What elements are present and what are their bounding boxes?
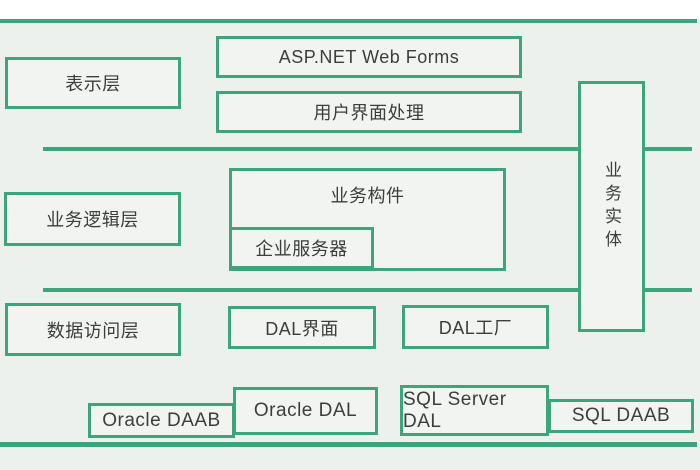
sql-daab-label: SQL DAAB — [571, 405, 671, 426]
ui-processing-label: 用户界面处理 — [313, 103, 425, 123]
separator-line-business-data — [43, 288, 692, 292]
box-presentation-layer: 表示层 — [5, 57, 181, 109]
business-entity-label: 业务实体 — [602, 160, 621, 253]
dal-factory-label: DAL工厂 — [438, 318, 513, 338]
box-business-logic-layer: 业务逻辑层 — [4, 192, 181, 246]
box-sql-server-dal: SQL Server DAL — [400, 385, 549, 436]
business-logic-layer-label: 业务逻辑层 — [46, 210, 139, 230]
box-aspnet-web-forms: ASP.NET Web Forms — [216, 36, 522, 78]
box-dal-interface: DAL界面 — [228, 306, 376, 349]
top-white-band — [0, 0, 700, 19]
box-dal-factory: DAL工厂 — [402, 305, 549, 349]
dal-interface-label: DAL界面 — [265, 318, 339, 339]
business-component-label: 业务构件 — [330, 186, 405, 206]
box-data-access-layer: 数据访问层 — [5, 303, 181, 356]
oracle-daab-label: Oracle DAAB — [102, 409, 221, 431]
box-oracle-daab: Oracle DAAB — [88, 403, 235, 438]
separator-line-top — [0, 19, 697, 23]
data-access-layer-label: 数据访问层 — [46, 320, 140, 341]
box-ui-processing: 用户界面处理 — [216, 91, 522, 133]
presentation-layer-label: 表示层 — [65, 74, 121, 94]
enterprise-server-label: 企业服务器 — [255, 239, 348, 259]
separator-line-bottom — [0, 442, 697, 447]
separator-line-presentation-business — [43, 147, 692, 151]
oracle-dal-label: Oracle DAL — [253, 400, 358, 421]
aspnet-web-forms-label: ASP.NET Web Forms — [278, 46, 460, 67]
box-enterprise-server: 企业服务器 — [229, 227, 374, 269]
sql-server-dal-label: SQL Server DAL — [403, 388, 507, 432]
box-business-entity: 业务实体 — [578, 81, 645, 332]
box-sql-daab: SQL DAAB — [548, 399, 694, 433]
box-oracle-dal: Oracle DAL — [233, 387, 378, 435]
